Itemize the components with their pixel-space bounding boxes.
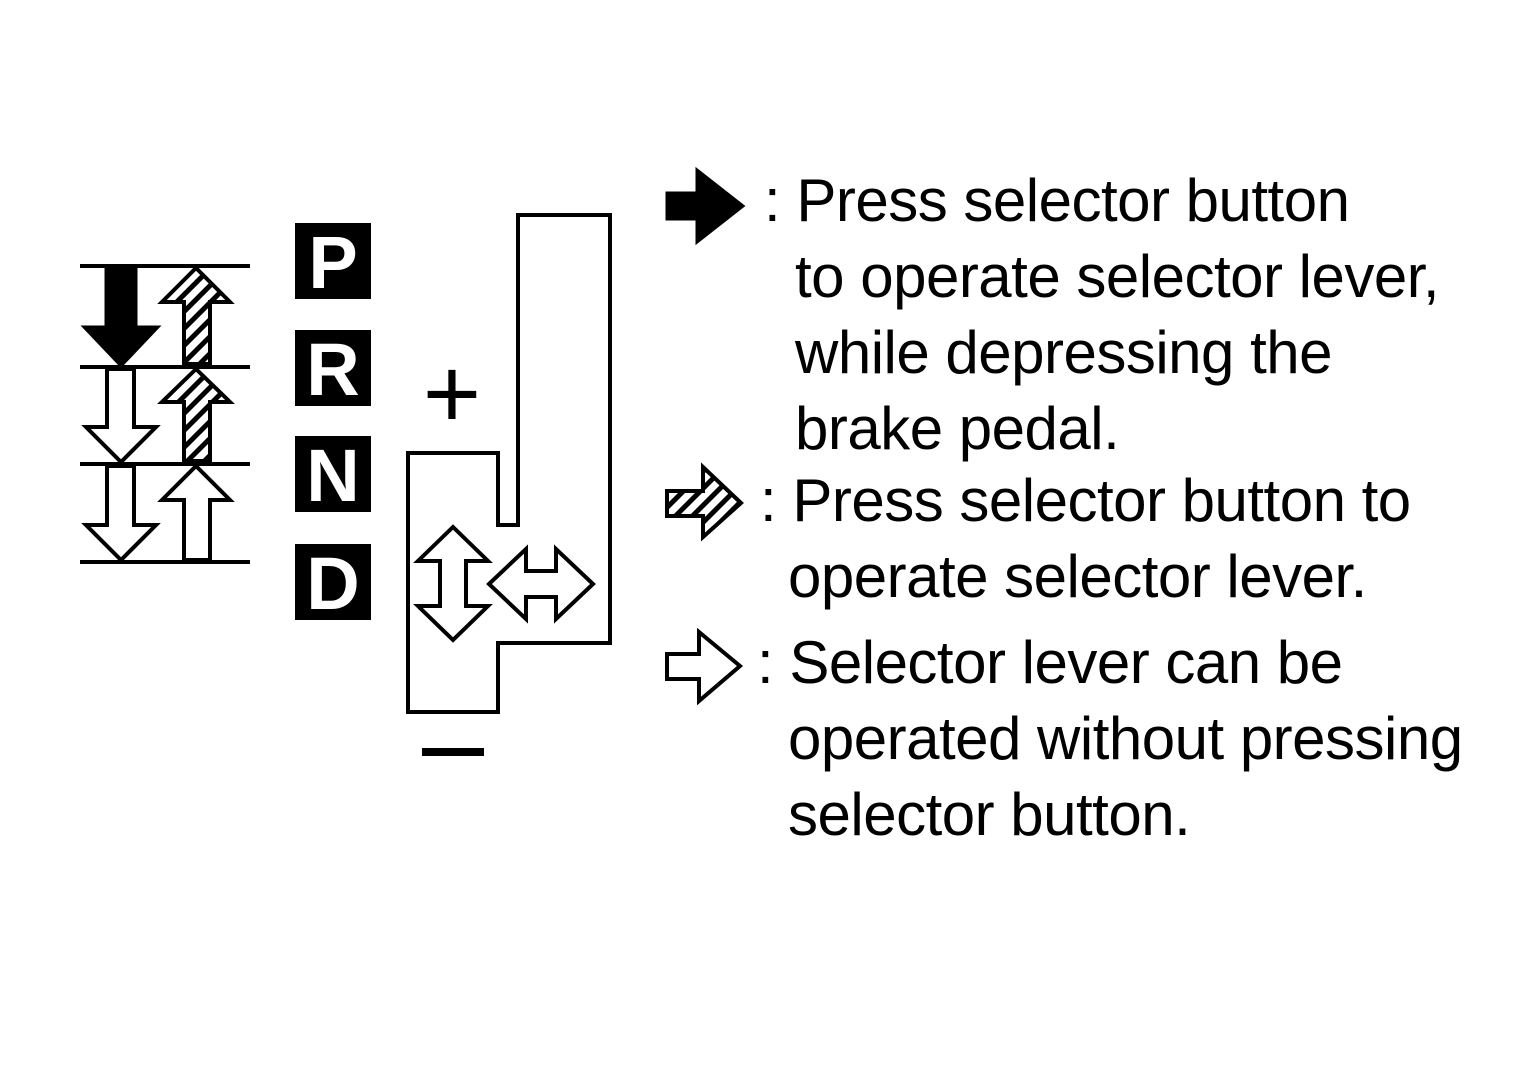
legend-entry-outline-arrow: : Selector lever can be operated without… <box>757 625 1463 853</box>
gear-box-n <box>295 436 371 512</box>
legend-solid-arrow-icon <box>665 166 746 246</box>
left-right-double-arrow-icon <box>486 544 596 624</box>
legend-text-line: Press selector button <box>796 167 1350 234</box>
outline-down-arrow-icon <box>81 464 161 563</box>
manual-minus-label <box>422 748 484 756</box>
legend-text-line: selector button. <box>788 781 1191 848</box>
solid-down-arrow-icon <box>80 264 162 369</box>
gear-label-n: N <box>306 434 359 517</box>
gear-label-p: P <box>308 221 357 304</box>
shift-gate-outline <box>406 213 612 714</box>
legend-separator: : <box>760 467 777 534</box>
legend-separator: : <box>757 629 774 696</box>
legend-outline-arrow-icon <box>665 627 744 706</box>
legend-separator: : <box>764 167 781 234</box>
outline-up-arrow-icon <box>157 463 235 562</box>
legend-text-line: Selector lever can be <box>789 629 1343 696</box>
up-down-double-arrow-icon <box>413 524 493 643</box>
legend-line: : Press selector button to <box>760 463 1411 539</box>
legend-line: : Press selector button <box>764 163 1439 239</box>
legend-line: : Selector lever can be <box>757 625 1463 701</box>
legend-text-line: Press selector button to <box>792 467 1411 534</box>
manual-plus-label: + <box>423 338 481 450</box>
legend-text-line: brake pedal. <box>795 395 1120 462</box>
gear-box-r <box>295 330 371 406</box>
legend-hatched-arrow-icon <box>665 462 744 542</box>
legend-text-line: operate selector lever. <box>788 543 1367 610</box>
gear-indicator: P R N D <box>295 221 371 625</box>
gear-label-r: R <box>306 328 359 411</box>
legend-text-line: while depressing the <box>795 319 1333 386</box>
gear-label-d: D <box>306 542 359 625</box>
gear-box-p <box>295 223 371 299</box>
hatched-up-arrow-icon <box>157 366 235 463</box>
legend-entry-solid-arrow: : Press selector button to operate selec… <box>764 163 1440 467</box>
outline-down-arrow-icon <box>81 367 161 465</box>
legend-entry-hatched-arrow: : Press selector button to operate selec… <box>760 463 1411 615</box>
legend-text-line: to operate selector lever, <box>795 243 1440 310</box>
legend-text-line: operated without pressing <box>788 705 1463 772</box>
gear-box-d <box>295 544 371 620</box>
hatched-up-arrow-icon <box>157 265 235 366</box>
